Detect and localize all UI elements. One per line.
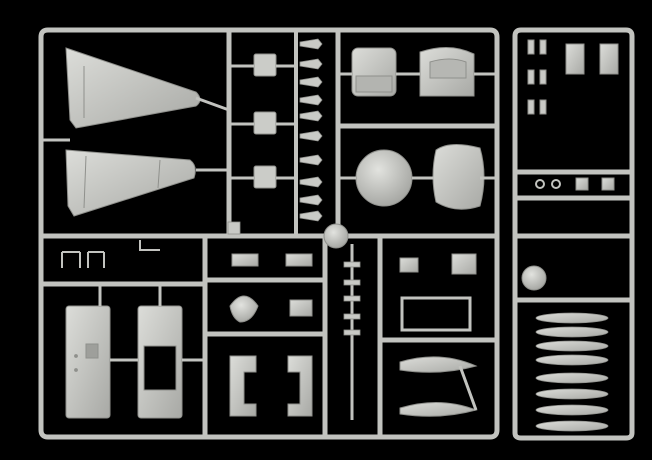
wing-parts: [41, 47, 230, 217]
stub-parts-runner: [294, 30, 323, 236]
side-sprue-frame: [512, 27, 635, 441]
cockpit-blocks: [338, 47, 497, 97]
right-middle-parts: [399, 253, 478, 417]
ordnance-row: [535, 312, 609, 432]
side-sprue-parts: [521, 39, 619, 291]
sprue-hub: [323, 223, 349, 249]
main-sprue-frame: [38, 27, 500, 440]
fuselage-panels: [65, 284, 205, 419]
center-stub-column: [343, 244, 361, 420]
bench-parts: [61, 240, 160, 268]
dome-and-canopy: [338, 144, 497, 210]
small-brackets: [229, 53, 296, 189]
sprue-tab: [227, 221, 241, 235]
middle-lower-parts: [229, 253, 313, 417]
